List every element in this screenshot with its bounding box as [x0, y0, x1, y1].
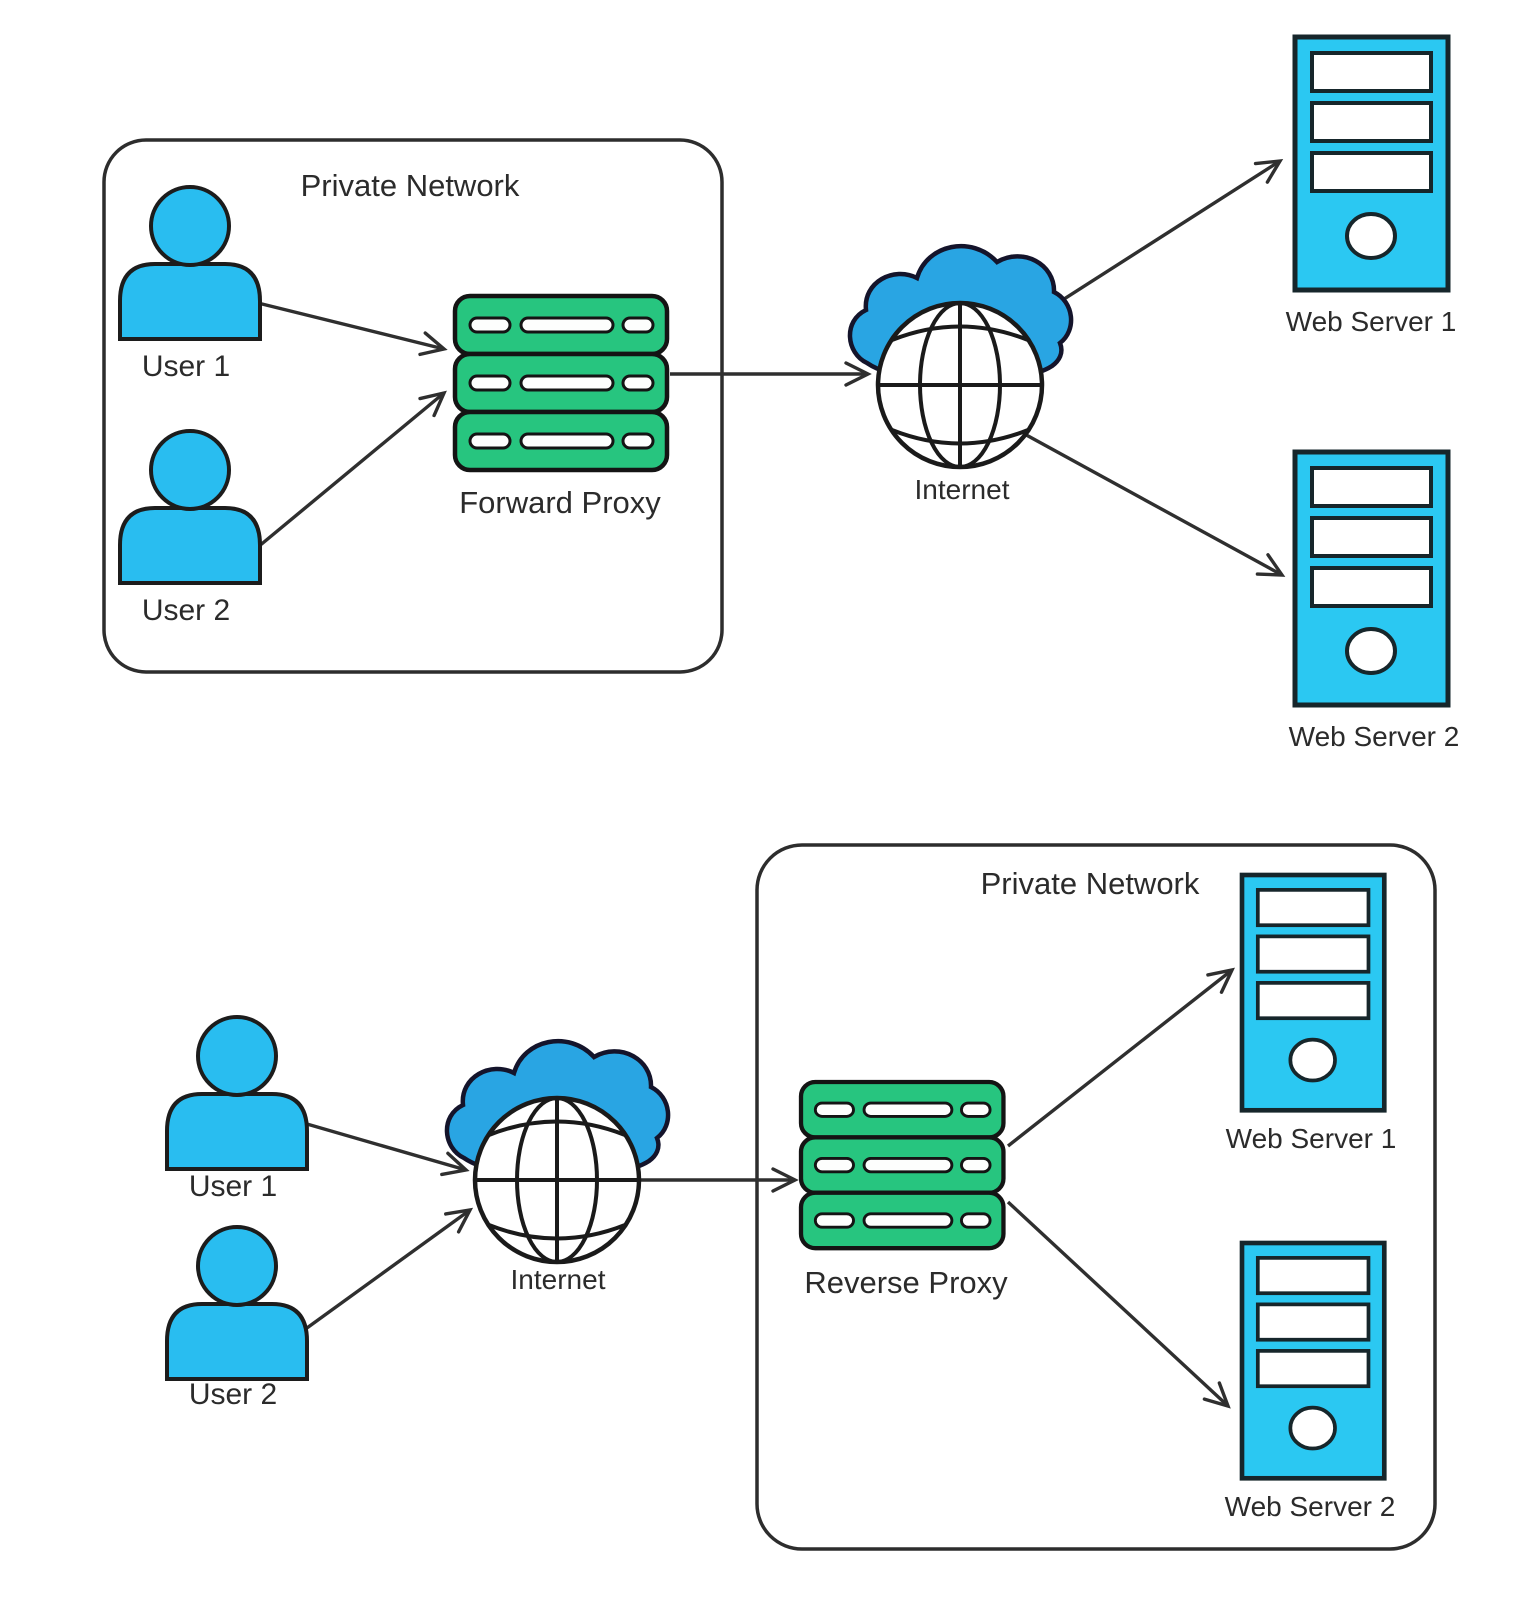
server-tower-icon — [1295, 37, 1448, 290]
arrow-user2-to-forward-proxy — [256, 390, 447, 549]
arrow-reverse-proxy-to-web-server-1 — [1006, 967, 1235, 1148]
user1-label: User 1 — [189, 1170, 277, 1203]
web-server1-label: Web Server 1 — [1286, 306, 1457, 337]
internet-label: Internet — [915, 474, 1010, 505]
web-server2-label: Web Server 2 — [1289, 721, 1460, 752]
reverse-proxy-diagram: Private Network User 1 User 2 Internet R… — [165, 843, 1437, 1551]
server-tower-icon — [1242, 875, 1384, 1110]
web-server1-label: Web Server 1 — [1226, 1123, 1397, 1154]
user-icon — [165, 1225, 309, 1381]
user-icon — [118, 429, 262, 585]
internet-cloud-globe-icon — [447, 1041, 668, 1262]
server-stack-icon — [455, 296, 667, 470]
server-stack-icon — [801, 1082, 1003, 1248]
arrow-reverse-proxy-to-web-server-2 — [1006, 1200, 1231, 1409]
arrow-user2-to-internet — [299, 1207, 474, 1335]
internet-label: Internet — [511, 1264, 606, 1295]
server-tower-icon — [1295, 452, 1448, 705]
web-server2-label: Web Server 2 — [1225, 1491, 1396, 1522]
forward-proxy-label: Forward Proxy — [459, 485, 661, 520]
forward-proxy-diagram: Private Network User 1 User 2 Forward Pr… — [102, 37, 1460, 752]
reverse-proxy-label: Reverse Proxy — [804, 1265, 1008, 1300]
user1-label: User 1 — [142, 350, 230, 383]
user-icon — [118, 185, 262, 341]
internet-cloud-globe-icon — [850, 246, 1071, 467]
arrow-internet-to-web-server-2 — [1018, 429, 1286, 577]
private-network-label: Private Network — [301, 168, 520, 203]
server-tower-icon — [1242, 1243, 1384, 1478]
user2-label: User 2 — [142, 594, 230, 627]
arrow-user1-to-internet — [299, 1120, 470, 1177]
private-network-label: Private Network — [981, 866, 1200, 901]
user2-label: User 2 — [189, 1378, 277, 1411]
private-network-box — [102, 138, 724, 674]
private-network-box — [755, 843, 1437, 1551]
arrow-user1-to-forward-proxy — [257, 301, 448, 357]
user-icon — [165, 1015, 309, 1171]
